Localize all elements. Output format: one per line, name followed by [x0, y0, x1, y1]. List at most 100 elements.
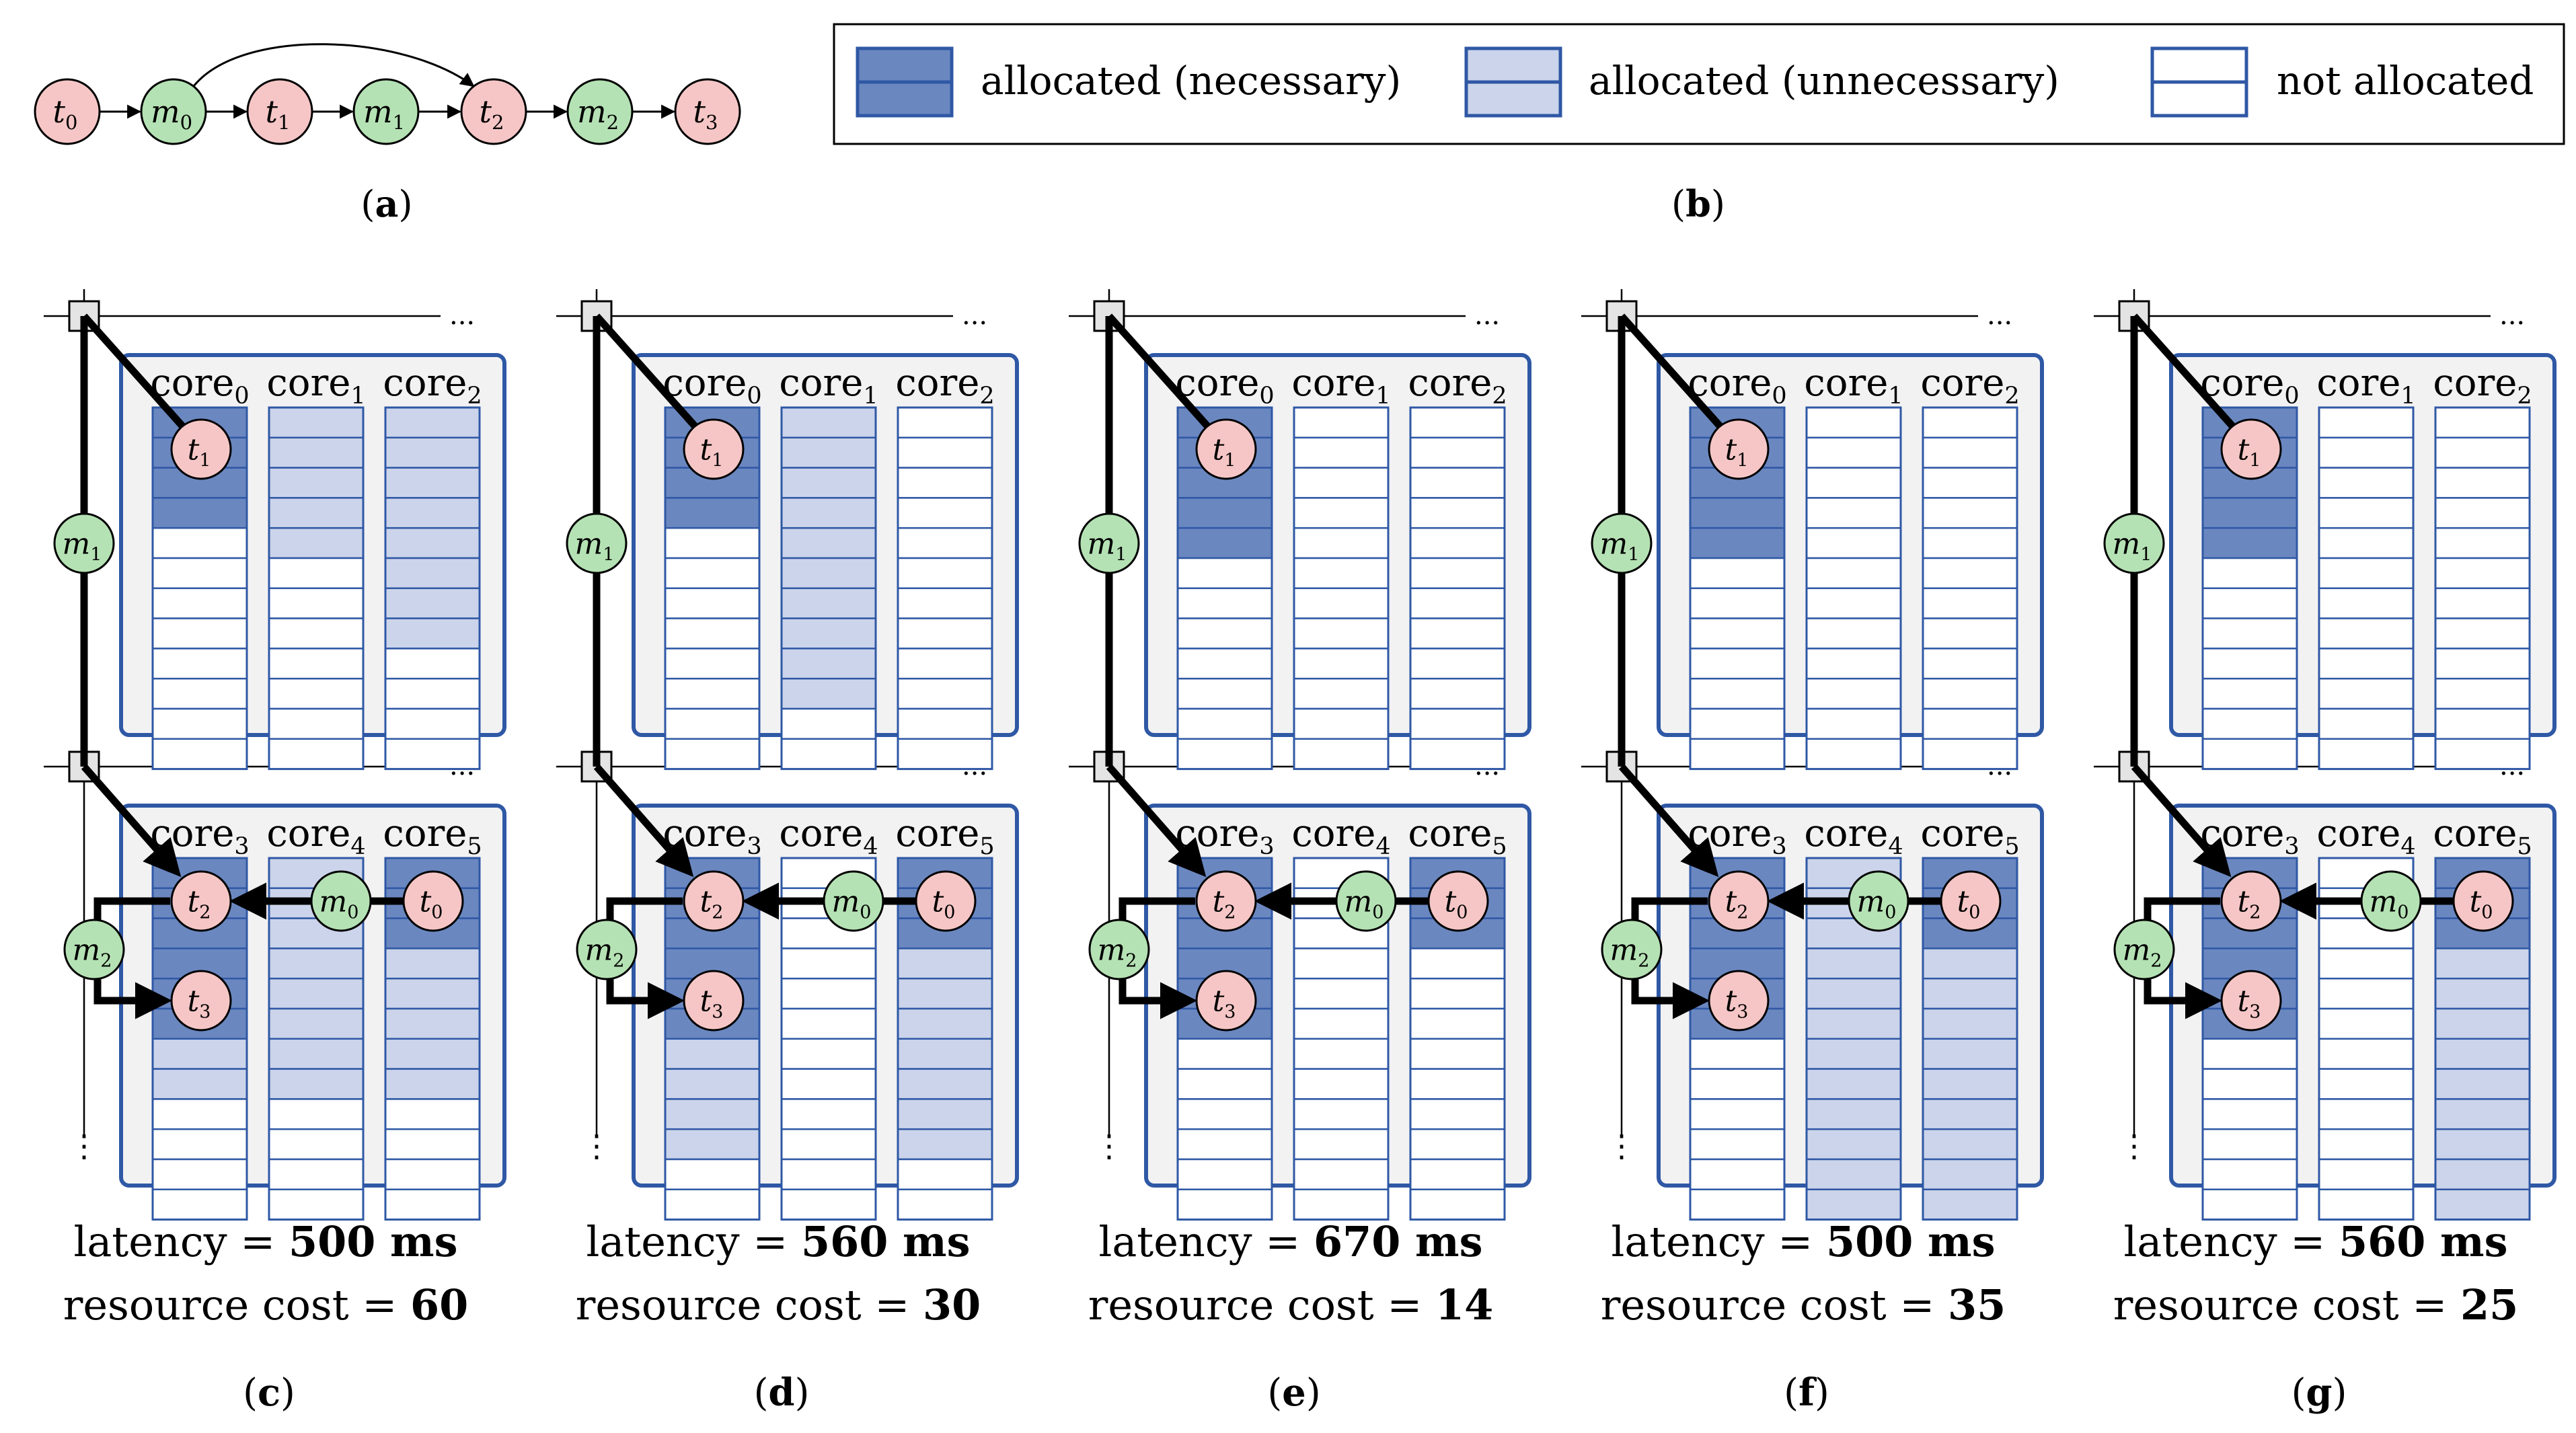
core-label-text: core1: [1291, 361, 1390, 410]
slot: [268, 1128, 365, 1161]
core-5: [1922, 857, 2018, 1221]
slot: [1689, 1128, 1786, 1161]
node-label: m1: [1088, 527, 1127, 565]
slot: [1922, 1158, 2018, 1191]
slot: [1805, 1158, 1902, 1191]
latency-text: latency = 500 ms: [1612, 1217, 1996, 1266]
panel-d: ......⋮core0core1core2core3core4core5m1t…: [556, 289, 1019, 1415]
slot: [2434, 977, 2531, 1010]
slot: [1805, 1007, 1902, 1040]
slot: [268, 677, 365, 710]
slot: [2434, 1007, 2531, 1040]
slot: [2318, 677, 2415, 710]
slot: [897, 1098, 993, 1130]
core-1: [268, 406, 365, 771]
slot: [2318, 947, 2415, 980]
slot: [384, 648, 481, 680]
slot: [1293, 977, 1390, 1010]
node-label: t1: [2238, 432, 2261, 471]
core-label-2: core2: [1920, 361, 2019, 410]
slot: [1293, 467, 1390, 499]
slot: [1176, 648, 1273, 680]
slot: [664, 738, 761, 770]
core-label-text: core4: [779, 812, 878, 860]
node-label: t0: [2470, 884, 2493, 923]
slot: [1922, 497, 2018, 529]
node-label: t3: [2238, 984, 2261, 1022]
slot: [1409, 436, 1506, 469]
slot: [1922, 587, 2018, 619]
slot: [2201, 1188, 2298, 1221]
slot: [1922, 1068, 2018, 1100]
slot: [268, 1158, 365, 1191]
slot: [2318, 617, 2415, 650]
caption-g: (g): [2291, 1370, 2347, 1415]
node-label: t3: [693, 93, 718, 134]
node-label: m0: [151, 93, 192, 134]
slot: [2434, 557, 2531, 590]
slot: [1922, 738, 2018, 770]
slot: [897, 947, 993, 980]
slot: [151, 497, 248, 529]
core-label-text: core0: [2200, 361, 2299, 410]
message-node-m2: m2: [63, 919, 125, 980]
message-node-m0: m0: [140, 78, 207, 145]
message-node-m1: m1: [1591, 512, 1653, 574]
slot: [268, 557, 365, 590]
slot: [1689, 1158, 1786, 1191]
core-2: [897, 406, 993, 771]
node-label: t0: [1957, 884, 1981, 923]
slot: [2318, 587, 2415, 619]
task-node-t0: t0: [1427, 870, 1489, 932]
slot: [1409, 707, 1506, 740]
slot: [1805, 1188, 1902, 1221]
slot: [664, 1158, 761, 1191]
slot: [1689, 1098, 1786, 1130]
slot: [2434, 677, 2531, 710]
slot: [1922, 406, 2018, 439]
slot: [268, 406, 365, 439]
slot: [1689, 677, 1786, 710]
slot: [1805, 406, 1902, 439]
slot: [1293, 497, 1390, 529]
slot: [1922, 707, 2018, 740]
slot: [2201, 1038, 2298, 1070]
slot: [1922, 617, 2018, 650]
node-label: t2: [1725, 884, 1749, 923]
route-t1-link: [1618, 313, 1732, 438]
task-node-t2: t2: [460, 78, 527, 145]
slot: [1409, 1068, 1506, 1100]
slot: [151, 1128, 248, 1161]
resource-cost-text: resource cost = 60: [63, 1280, 469, 1329]
slot: [780, 1068, 877, 1100]
slot: [1293, 947, 1390, 980]
slot: [1689, 738, 1786, 770]
slot: [780, 406, 877, 439]
slot: [897, 617, 993, 650]
task-node-t2: t2: [683, 870, 745, 932]
core-label-text: core4: [2316, 812, 2415, 860]
core-1: [1293, 406, 1390, 771]
core-label-text: core4: [1804, 812, 1903, 860]
slot: [2318, 436, 2415, 469]
slot: [1293, 707, 1390, 740]
message-node-m0: m0: [1848, 870, 1909, 932]
slot: [151, 648, 248, 680]
slot: [1805, 677, 1902, 710]
slot: [2318, 977, 2415, 1010]
slot: [1922, 467, 2018, 499]
task-node-t1: t1: [246, 78, 313, 145]
slot: [664, 1188, 761, 1221]
caption-f: (f): [1784, 1370, 1829, 1415]
slot: [1409, 1188, 1506, 1221]
slot: [1176, 707, 1273, 740]
node-label: m0: [319, 884, 359, 923]
node-label: t2: [700, 884, 724, 923]
slot: [2434, 406, 2531, 439]
node-label: t1: [1213, 432, 1236, 471]
slot: [1176, 497, 1273, 529]
slot: [384, 436, 481, 469]
slot: [2318, 1128, 2415, 1161]
resource-cost-text: resource cost = 30: [576, 1280, 981, 1329]
